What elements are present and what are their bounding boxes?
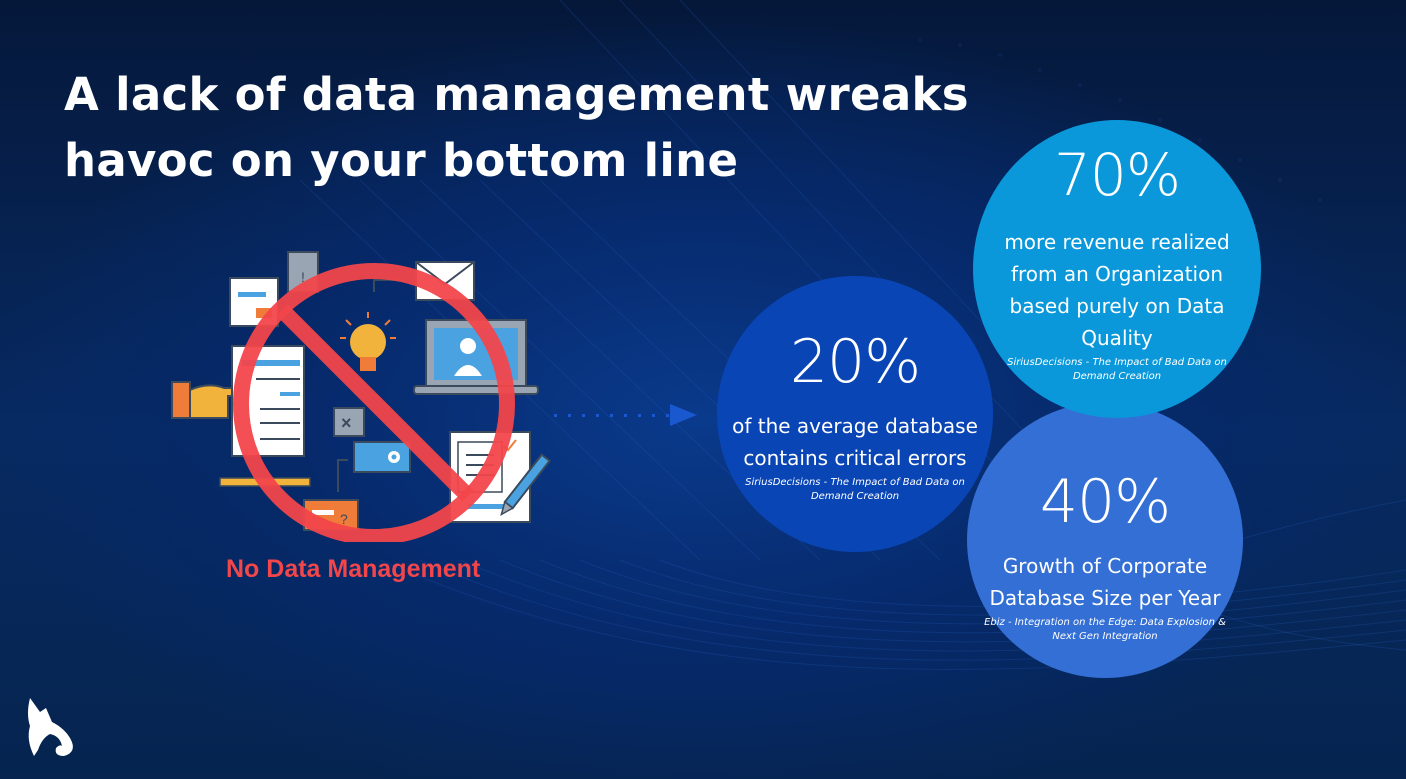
no-data-management-label: No Data Management — [226, 555, 481, 583]
stat-bubble-database-growth: 40% Growth of Corporate Database Size pe… — [967, 402, 1243, 678]
dotted-arrow-right-icon — [554, 404, 697, 426]
no-data-management-illustration: ! × — [171, 251, 552, 542]
stat-value: 40% — [1039, 467, 1171, 537]
stat-description: of the average database contains critica… — [732, 414, 978, 470]
svg-text:?: ? — [340, 511, 348, 527]
settings-box-icon — [353, 441, 411, 473]
slide-title: A lack of data management wreaks havoc o… — [64, 62, 969, 194]
stat-value: 20% — [789, 327, 921, 397]
stat-bubble-database-errors: 20% of the average database contains cri… — [717, 276, 993, 552]
pen-icon — [500, 453, 552, 517]
stat-bubble-revenue: 70% more revenue realized from an Organi… — [973, 120, 1261, 418]
lightbulb-icon — [340, 312, 396, 371]
stat-description: more revenue realized from an Organizati… — [1004, 230, 1230, 350]
svg-text:!: ! — [301, 269, 305, 285]
stat-description: Growth of Corporate Database Size per Ye… — [989, 554, 1221, 610]
stat-source: SiriusDecisions - The Impact of Bad Data… — [1007, 357, 1227, 382]
stat-source: SiriusDecisions - The Impact of Bad Data… — [745, 477, 965, 502]
stat-source: Ebiz - Integration on the Edge: Data Exp… — [984, 617, 1226, 642]
flame-bird-logo-icon — [28, 698, 73, 756]
close-box-icon: × — [333, 407, 365, 437]
title-line-2: havoc on your bottom line — [64, 134, 739, 187]
svg-text:×: × — [341, 413, 352, 433]
prohibited-icon — [233, 263, 515, 542]
title-line-1: A lack of data management wreaks — [64, 68, 969, 121]
stat-value: 70% — [1054, 141, 1181, 209]
